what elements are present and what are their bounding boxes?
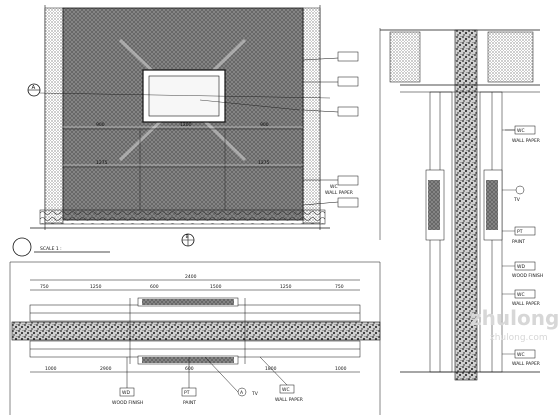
left-pier: [44, 7, 64, 224]
elev-callout-label: WALL PAPER: [325, 190, 353, 196]
plan-mid-dim-1: 750: [40, 284, 49, 290]
plan-callout-1-label: WOOD FINISH: [112, 400, 143, 406]
plan-mid-dim-6: 750: [335, 284, 344, 290]
watermark-url: zhulong.com: [490, 333, 548, 343]
plan-top-dim: 2400: [185, 274, 197, 280]
plan-view: 2400 750 1250 600 1500 1250 750 1000 290…: [9, 261, 381, 415]
dim-upper-3: 900: [260, 122, 269, 128]
plan-callout-4-label: WALL PAPER: [275, 397, 303, 403]
side-callout-5-label: WALL PAPER: [512, 301, 540, 307]
plan-callout-2-label: PAINT: [183, 400, 196, 406]
elevation-view: 900 1200 900 1275 1275 A B SCALE 1 :: [12, 5, 359, 257]
section-marker-letter: A: [32, 85, 36, 91]
tv-edge-left: [428, 180, 440, 230]
plan-callout-2-code: PT: [184, 390, 190, 396]
side-callout-1-code: WC: [517, 128, 525, 134]
watermark: zhulong zhulong.com: [470, 306, 559, 343]
right-pier: [302, 7, 321, 224]
dim-lower-1: 1275: [96, 160, 108, 166]
side-callout-4-code: WD: [517, 264, 525, 270]
plan-callout-3-code: A: [240, 390, 244, 396]
side-callout-3-label: PAINT: [512, 239, 525, 245]
plan-bottom-dim-4: 1800: [265, 366, 277, 372]
dim-upper-1: 900: [96, 122, 105, 128]
plan-mid-dim-4: 1500: [210, 284, 222, 290]
watermark-logo: zhulong: [470, 306, 559, 330]
plan-callout-3-label: TV: [251, 391, 259, 397]
side-callout-6-label: WALL PAPER: [512, 361, 540, 367]
elevation-tag-letter: B: [186, 234, 189, 240]
scale-label: SCALE 1 :: [40, 246, 62, 252]
floor-band: [39, 209, 326, 225]
dim-lower-2: 1275: [258, 160, 270, 166]
plan-callout-4-code: WC: [282, 387, 290, 393]
side-callout-3-code: PT: [517, 229, 523, 235]
side-callout-6-code: WC: [517, 352, 525, 358]
side-callout-4-label: WOOD FINISH: [512, 273, 543, 279]
plan-mid-dim-5: 1250: [280, 284, 292, 290]
title-bubble: [12, 237, 32, 257]
plan-mid-dim-2: 1250: [90, 284, 102, 290]
plan-callout-1-code: WD: [122, 390, 130, 396]
side-section-view: WC WALL PAPER TV PT PAINT WD WOOD FINISH…: [379, 28, 543, 381]
plan-bottom-dim-3: 600: [185, 366, 194, 372]
plan-mid-dim-3: 600: [150, 284, 159, 290]
dim-upper-2: 1200: [180, 122, 192, 128]
elev-callout-code: WC: [330, 184, 338, 190]
concrete-column: [454, 29, 478, 381]
side-callout-2-label: TV: [513, 197, 521, 203]
plan-bottom-dim-5: 1000: [335, 366, 347, 372]
tv-edge-right: [486, 180, 498, 230]
side-callout-5-code: WC: [517, 292, 525, 298]
plan-concrete-wall: [11, 321, 381, 341]
side-callout-1-label: WALL PAPER: [512, 138, 540, 144]
plan-bottom-dim-1: 1000: [45, 366, 57, 372]
plan-bottom-dim-2: 2900: [100, 366, 112, 372]
